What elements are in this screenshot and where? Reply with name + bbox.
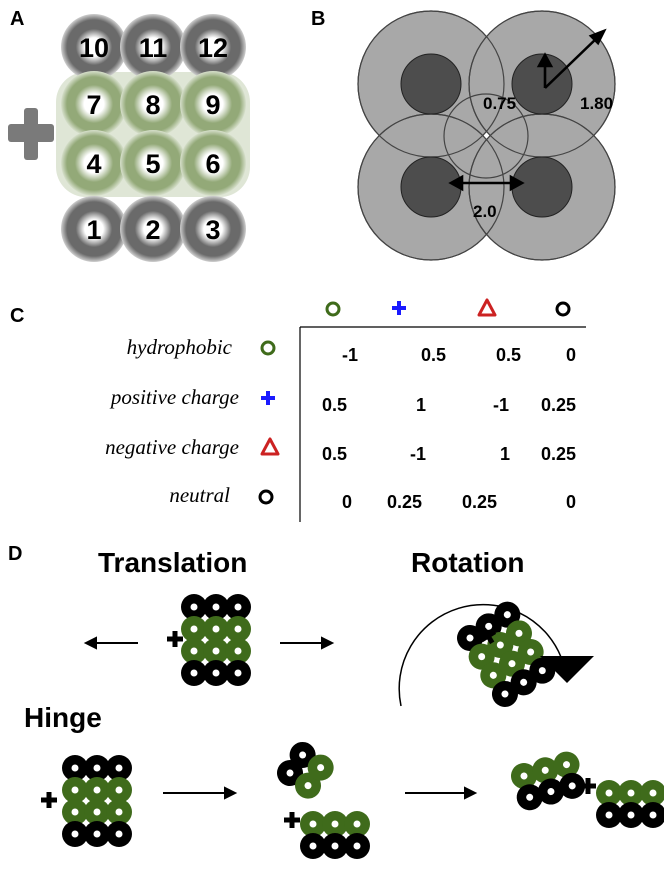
inner-core [400,156,462,218]
protein-model [511,751,586,811]
protein-model [181,594,251,686]
column-header-red-triangle-icon [477,298,497,317]
bead-number: 8 [145,90,160,120]
charge-plus-icon [41,792,57,808]
inner-radius-label: 0.75 [483,94,516,113]
rotation-title: Rotation [411,547,525,578]
charge-plus-icon [479,627,497,645]
charge-plus-icon [580,778,596,794]
panel-b-label: B [311,8,325,30]
arrow-right-icon [405,786,478,800]
column-header-green-circle-icon [325,301,341,317]
table-cell: 0 [566,345,576,365]
panel-d: D Translation Rotation Hinge [8,543,664,859]
bead-number: 5 [145,149,160,179]
row-red-triangle-icon [260,437,280,456]
protein-model [457,601,556,707]
bead-gray [120,14,186,80]
outer-radius-label: 1.80 [580,94,613,113]
bead-gray [61,196,127,262]
table-cell: 0.25 [541,395,576,415]
table-cell: 0.25 [387,492,422,512]
bead-gray [120,196,186,262]
table-cell: 0 [566,492,576,512]
spacing-label: 2.0 [473,202,497,221]
table-cell: -1 [342,345,358,365]
table-cell: -1 [493,395,509,415]
charge-plus-icon [284,812,300,828]
protein-model [277,741,334,799]
bead-number: 12 [198,33,228,63]
arrow-right-icon [280,636,335,650]
table-cell: 0.5 [496,345,521,365]
protein-model [62,755,132,847]
bead-gray [180,196,246,262]
arrow-left-icon [83,636,138,650]
arrows [83,636,478,800]
rotation-arrow-icon [398,603,594,707]
row-label-neutral: neutral [169,483,230,507]
bead-number: 4 [86,149,101,179]
bead-green [120,71,186,137]
bead-gray [61,14,127,80]
bead-green [61,71,127,137]
inner-core [511,53,573,115]
row-black-circle-icon [258,489,274,505]
row-label-negative-charge: negative charge [105,435,239,459]
bead-number: 3 [205,215,220,245]
bead-number: 9 [205,90,220,120]
panel-d-label: D [8,543,22,565]
bead-number: 2 [145,215,160,245]
bead-number: 10 [79,33,109,63]
table-cell: 0.5 [322,395,347,415]
bead-green [61,130,127,196]
table-cell: 0 [342,492,352,512]
bead-green [180,71,246,137]
bead-number: 1 [86,215,101,245]
panel-c-label: C [10,305,24,327]
bead-green [180,130,246,196]
arrow-right-icon [163,786,238,800]
bead-green [120,130,186,196]
table-cell: 1 [500,444,510,464]
bead-gray [180,14,246,80]
table-cell: 0.25 [541,444,576,464]
inner-core [400,53,462,115]
hinge-title: Hinge [24,702,102,733]
bead-overlap-diagram: 0.75 1.80 2.0 [357,10,616,261]
table-cell: -1 [410,444,426,464]
table-cell: 1 [416,395,426,415]
radius-arrows [448,28,607,192]
protein-model [596,780,664,828]
protein-model [300,811,370,859]
bead-number: 11 [139,33,168,63]
table-cell: 0.25 [462,492,497,512]
panel-c: C hydrophobic positive charge negative c… [10,298,586,522]
column-header-black-circle-icon [555,301,571,317]
column-header-blue-plus-icon [392,301,406,315]
row-label-positive-charge: positive charge [109,385,239,409]
inner-core [511,156,573,218]
row-green-circle-icon [260,340,276,356]
charge-plus-icon [167,631,183,647]
plus-icon [8,108,54,160]
bead-number: 7 [86,90,101,120]
translation-title: Translation [98,547,247,578]
row-label-hydrophobic: hydrophobic [127,335,233,359]
row-blue-plus-icon [261,391,275,405]
bead-number: 6 [205,149,220,179]
table-cell: 0.5 [421,345,446,365]
panel-b: B 0.75 [311,8,616,261]
table-cell: 0.5 [322,444,347,464]
panel-a-label: A [10,8,24,30]
